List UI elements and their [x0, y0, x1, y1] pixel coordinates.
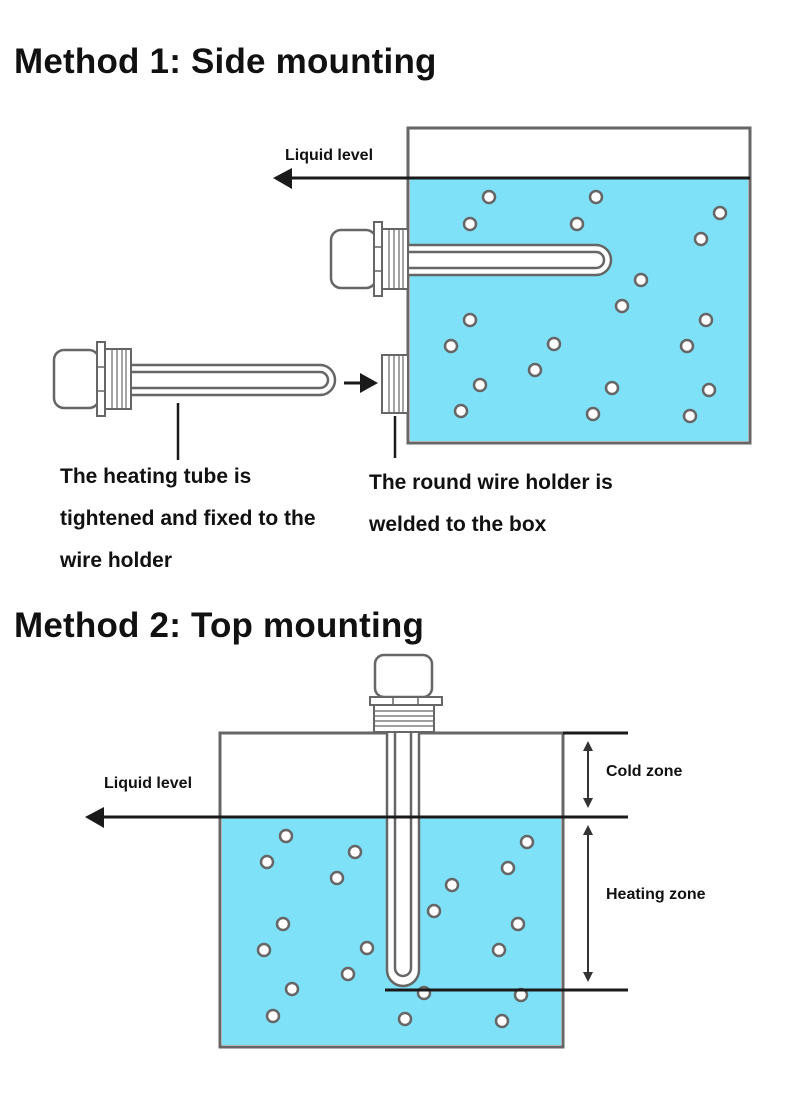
bubble	[284, 981, 300, 997]
bubble	[588, 189, 604, 205]
bubble	[259, 854, 275, 870]
bubble	[527, 362, 543, 378]
bubble	[546, 336, 562, 352]
bubble	[397, 1011, 413, 1027]
arrow-left-icon	[85, 807, 104, 828]
bubble	[604, 380, 620, 396]
heating-zone-arrow	[583, 825, 593, 982]
method1-bubbles	[443, 189, 728, 424]
bubble	[679, 338, 695, 354]
bubble	[519, 834, 535, 850]
cold-zone-label: Cold zone	[606, 763, 683, 780]
bubble	[472, 377, 488, 393]
method1-liquid-level-line	[273, 168, 750, 189]
bubble	[633, 272, 649, 288]
arrow-right-icon	[360, 373, 378, 393]
bubble	[453, 403, 469, 419]
caption-line: tightened and fixed to the	[60, 507, 316, 530]
method2-liquid-level-label: Liquid level	[104, 775, 193, 792]
bubble	[340, 966, 356, 982]
method1-title: Method 1: Side mounting	[14, 42, 437, 81]
bubble	[256, 942, 272, 958]
method1-liquid-level-label: Liquid level	[285, 147, 374, 164]
method2-heater	[369, 653, 443, 988]
zone-markers	[385, 731, 628, 992]
method1-mounted-heater	[329, 221, 613, 297]
bubble	[712, 205, 728, 221]
bubble	[481, 189, 497, 205]
cold-zone-arrow	[583, 741, 593, 808]
arrow-left-icon	[273, 168, 292, 189]
bubble	[491, 942, 507, 958]
method2-liquid-level-line	[85, 807, 628, 828]
bubble	[510, 916, 526, 932]
bubble	[693, 231, 709, 247]
bubble	[494, 1013, 510, 1029]
method1-loose-heater	[52, 341, 337, 460]
method1-caption-left: The heating tube is tightened and fixed …	[60, 456, 316, 582]
bubble	[265, 1008, 281, 1024]
method1-caption-right: The round wire holder is welded to the b…	[369, 462, 613, 546]
junction-box-icon	[373, 653, 434, 699]
caption-line: The round wire holder is	[369, 471, 613, 494]
junction-box-icon	[329, 228, 378, 290]
caption-line: wire holder	[60, 549, 173, 572]
insert-arrow	[344, 373, 378, 393]
method2-title: Method 2: Top mounting	[14, 606, 425, 645]
bubble	[585, 406, 601, 422]
bubble	[359, 940, 375, 956]
bubble	[275, 916, 291, 932]
bubble	[614, 298, 630, 314]
bubble	[701, 382, 717, 398]
bubble	[329, 870, 345, 886]
caption-line: The heating tube is	[60, 465, 252, 488]
bubble	[682, 408, 698, 424]
bubble	[500, 860, 516, 876]
caption-line: welded to the box	[369, 513, 547, 536]
bubble	[462, 312, 478, 328]
bubble	[443, 338, 459, 354]
bubble	[347, 844, 363, 860]
bubble	[462, 216, 478, 232]
heating-zone-label: Heating zone	[606, 886, 706, 903]
method1-tank	[406, 126, 752, 445]
method1-welded-holder	[381, 354, 409, 458]
bubble	[444, 877, 460, 893]
bubble	[569, 216, 585, 232]
bubble	[698, 312, 714, 328]
junction-box-icon	[52, 348, 101, 410]
bubble	[278, 828, 294, 844]
bubble	[426, 903, 442, 919]
method2-bubbles	[256, 828, 535, 1029]
